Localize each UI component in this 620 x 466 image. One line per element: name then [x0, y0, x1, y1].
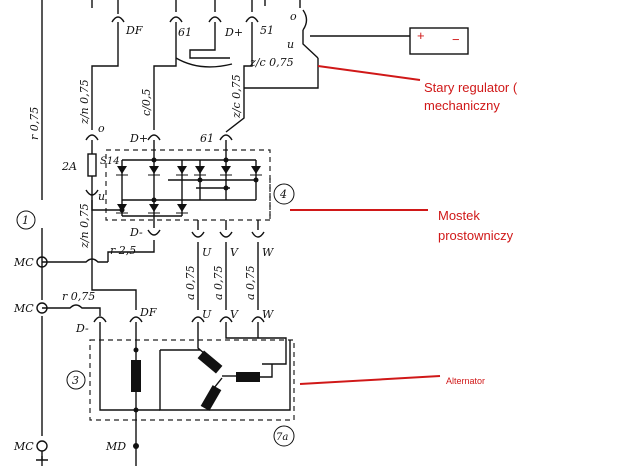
rect-W-label: W	[262, 246, 275, 259]
callout-4-label: 4	[279, 188, 287, 201]
battery-plus: +	[417, 28, 425, 43]
annotation-alternator: Alternator	[446, 376, 485, 386]
rect-dminus-label: D-	[129, 226, 143, 239]
diode-icon	[177, 204, 187, 212]
mc3-label: MC	[13, 440, 34, 453]
fuse-icon	[87, 153, 97, 177]
top-61-label: 61	[178, 26, 192, 39]
battery-minus: −	[452, 32, 460, 47]
alt-dminus-label: D-	[75, 322, 89, 335]
alt-U-label: U	[202, 308, 212, 321]
middle-wiring: z/n 0,75 r 2,5 r 0,75 a 0,75 a 0,75 a 0,…	[42, 200, 259, 316]
top-df-label: DF	[125, 24, 143, 37]
ground-terminals: MC MC MC	[13, 256, 48, 461]
wire-a075-u-label: a 0,75	[184, 265, 197, 300]
annotations: Stary regulator ( mechaniczny Mostek pro…	[290, 65, 518, 386]
callout-3-label: 3	[72, 374, 79, 387]
wire-r075-b-label: r 0,75	[62, 290, 95, 303]
md-label: MD	[105, 440, 126, 453]
diode-icon	[251, 166, 261, 174]
annotation-regulator-2: mechaniczny	[424, 98, 500, 113]
rect-dplus-label: D+	[129, 132, 148, 145]
callout-3	[66, 370, 86, 390]
alt-V-label: V	[230, 308, 239, 321]
stator-winding-icon	[200, 385, 222, 411]
wire-r25-label: r 2,5	[110, 244, 136, 257]
diode-icon	[195, 166, 205, 174]
battery: + −	[310, 27, 469, 55]
rect-61-label: 61	[200, 132, 214, 145]
terminal-mc1	[36, 256, 48, 268]
wire-zn075-label: z/n 0,75	[78, 79, 91, 125]
top-51-label: 51	[260, 24, 274, 37]
wire-a075-v-label: a 0,75	[212, 265, 225, 300]
rect-o-label: o	[98, 122, 105, 135]
regulator-connector: DF 61 D+ 51 o u	[91, 0, 319, 59]
callout-1	[16, 210, 36, 230]
s14-label: S14	[100, 156, 120, 167]
wire-a075-w-label: a 0,75	[244, 265, 257, 300]
wire-c05-label: c/0,5	[140, 89, 153, 116]
top-o-label: o	[290, 10, 297, 23]
fuse-label: 2A	[61, 160, 77, 173]
stator-winding-icon	[236, 372, 260, 382]
wire-zc075-b-label: z/c 0,75	[230, 74, 243, 119]
rect-V-label: V	[230, 246, 239, 259]
callout-1-label: 1	[22, 214, 29, 227]
stator-winding-icon	[197, 350, 223, 374]
annotation-bridge-2: prostowniczy	[438, 228, 514, 243]
alt-W-label: W	[262, 308, 275, 321]
diode-icon	[221, 166, 231, 174]
annotation-bridge-1: Mostek	[438, 208, 480, 223]
top-u-label: u	[287, 38, 294, 51]
alt-df-label: DF	[139, 306, 157, 319]
wire-r075-label: r 0,75	[28, 107, 41, 140]
diode-icon	[177, 166, 187, 174]
top-dplus-label: D+	[224, 26, 243, 39]
alternator-pointer	[299, 375, 441, 385]
diode-icon	[149, 166, 159, 174]
rect-U-label: U	[202, 246, 212, 259]
annotation-regulator-1: Stary regulator (	[424, 80, 518, 95]
diode-icon	[149, 204, 159, 212]
diode-row-bottom	[116, 179, 256, 217]
callout-7a-label: 7a	[276, 432, 288, 443]
terminal-mc3	[36, 440, 48, 452]
mc1-label: MC	[13, 256, 34, 269]
regulator-pointer	[317, 65, 421, 81]
rectifier-enclosure	[105, 149, 271, 221]
alternator: D- DF U V W 3 7a	[66, 306, 295, 466]
field-winding-icon	[131, 360, 141, 392]
wire-zn075-b-label: z/n 0,75	[78, 203, 91, 249]
alternator-housing	[89, 339, 295, 421]
terminal-mc2	[36, 302, 48, 314]
rectifier-bridge: o 2A S14 u D+ 61	[61, 122, 295, 259]
rect-u-label: u	[98, 190, 105, 203]
mc2-label: MC	[13, 302, 34, 315]
battery-icon	[409, 27, 469, 55]
wire-zc075-a-label: z/c 0,75	[249, 56, 294, 69]
callout-7a	[273, 425, 295, 447]
diode-icon	[117, 166, 127, 174]
main-vertical-wire: r 0,75 1	[16, 0, 43, 466]
terminal-md	[133, 443, 139, 449]
regulator-to-rectifier-wires: z/n 0,75 c/0,5 z/c 0,75 z/c 0,75	[78, 22, 319, 133]
callout-4	[273, 183, 295, 205]
